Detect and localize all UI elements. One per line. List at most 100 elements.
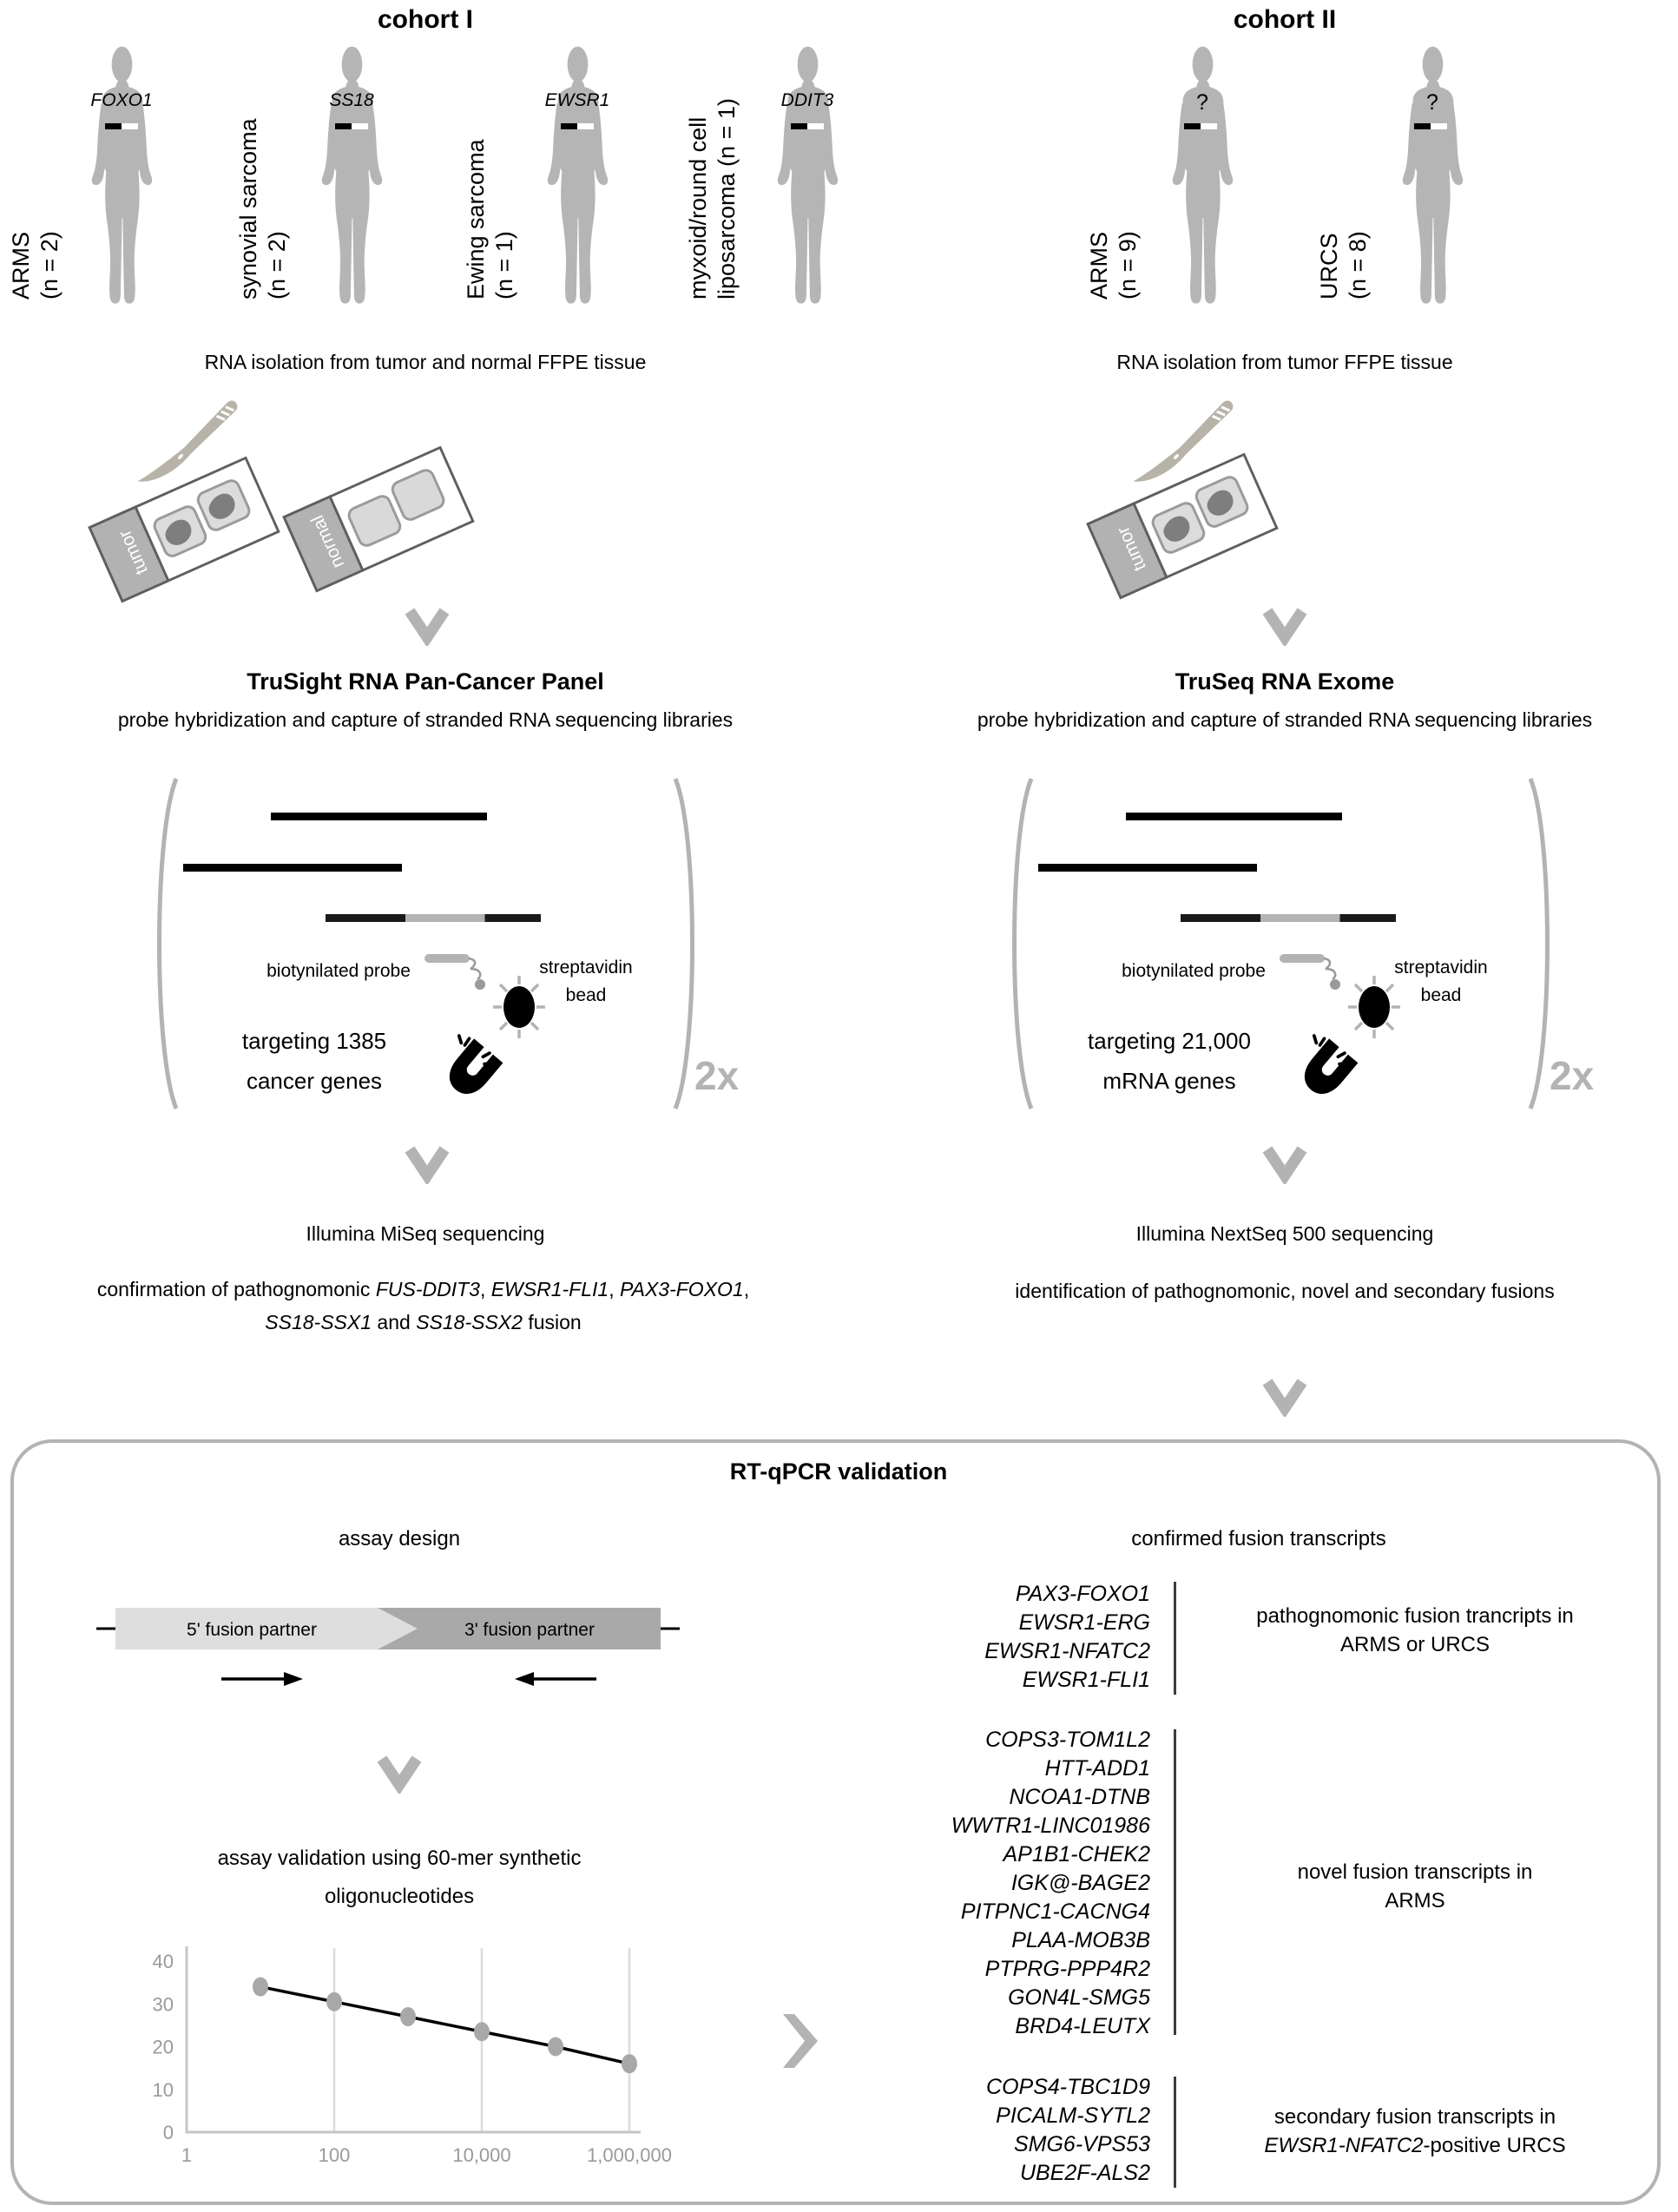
result-part: ,	[743, 1278, 750, 1300]
fusion-gene: IGK@-BAGE2	[1010, 1871, 1150, 1895]
assay-validation-line2: oligonucleotides	[324, 1885, 475, 1908]
biotin-linker-icon	[1323, 957, 1340, 990]
dna-fragment	[1126, 813, 1342, 820]
svg-text:0: 0	[163, 2122, 174, 2143]
fusion-gene: WWTR1-LINC01986	[951, 1814, 1150, 1838]
fusion-gene: EWSR1-FLI1	[490, 1278, 609, 1300]
result-text-line1: identification of pathognomonic, novel a…	[872, 1274, 1678, 1307]
svg-text:10: 10	[153, 2079, 174, 2101]
rna-isolation-text: RNA isolation from tumor and normal FFPE…	[204, 351, 647, 373]
svg-text:40: 40	[153, 1951, 174, 1972]
group-label-line: secondary fusion transcripts in	[1273, 2105, 1556, 2129]
normal-slide-icon: normal	[282, 445, 475, 593]
svg-text:10,000: 10,000	[452, 2144, 510, 2166]
fusion-gene: PLAA-MOB3B	[1011, 1928, 1150, 1952]
patient-label: ARMS (n = 9)	[1085, 48, 1142, 300]
tumor-slide-icon: tumor	[88, 456, 280, 603]
fusion-gene: EWSR1-NFATC2	[984, 1639, 1150, 1663]
disease-n: (n = 2)	[36, 231, 63, 300]
sequencing-text: Illumina MiSeq sequencing	[306, 1222, 545, 1245]
panel-title: TruSeq RNA Exome	[1175, 668, 1395, 695]
panel-subtitle: probe hybridization and capture of stran…	[117, 708, 734, 731]
fusion-gene-bar-icon	[791, 123, 824, 129]
dna-fragment-probe-bound	[1181, 914, 1396, 922]
result-text-line2: SS18-SSX1 and SS18-SSX2 fusion	[0, 1306, 846, 1339]
group-label-line: EWSR1-NFATC2-positive URCS	[1194, 2131, 1636, 2160]
chevron-right-icon	[783, 2014, 818, 2068]
fusion-gene: PITPNC1-CACNG4	[960, 1899, 1150, 1924]
disease-n: liposarcoma (n = 1)	[714, 98, 740, 300]
fusion-gene: UBE2F-ALS2	[1019, 2161, 1150, 2185]
dna-fragment	[183, 864, 402, 872]
fusion-gene-bar-icon	[1414, 123, 1447, 129]
repeat-2x-label: 2x	[694, 1053, 740, 1098]
group2-label: novel fusion transcripts in ARMS	[1194, 1858, 1636, 1915]
disease-name: Ewing sarcoma	[463, 139, 489, 300]
fusion-gene: HTT-ADD1	[1044, 1756, 1150, 1781]
fusion-gene-bar-icon	[561, 123, 594, 129]
gene-label: SS18	[329, 90, 374, 110]
group-divider-line	[1174, 2077, 1176, 2188]
svg-text:20: 20	[153, 2037, 174, 2058]
fusion-gene: FUS-DDIT3	[375, 1278, 480, 1300]
panel-subtitle: probe hybridization and capture of stran…	[977, 708, 1593, 731]
group-divider-line	[1174, 1729, 1176, 2035]
fusion-gene: SS18-SSX1	[265, 1311, 372, 1333]
fusion-gene: COPS4-TBC1D9	[986, 2075, 1150, 2099]
svg-text:1: 1	[181, 2144, 192, 2166]
reverse-primer-arrow	[515, 1672, 596, 1686]
dna-fragment	[271, 813, 487, 820]
fusion-gene: NCOA1-DTNB	[1009, 1785, 1150, 1809]
bead-label-1: streptavidin	[539, 958, 633, 978]
targeting-line-1: targeting 21,000	[1088, 1028, 1251, 1054]
person-silhouette	[547, 46, 609, 304]
rtqpcr-validation-box	[10, 1439, 1661, 2205]
fusion-gene-bar-icon	[335, 123, 368, 129]
chevron-down-icon	[375, 1752, 424, 1794]
person-silhouette	[91, 46, 153, 304]
fusion-gene: PAX3-FOXO1	[619, 1278, 744, 1300]
chevron-down-icon	[1260, 604, 1309, 646]
bead-label-2: bead	[1420, 985, 1462, 1005]
fusion-gene: COPS3-TOM1L2	[985, 1728, 1150, 1752]
patient-label: URCS (n = 8)	[1315, 48, 1372, 300]
patient-label: synovial sarcoma (n = 2)	[234, 48, 292, 300]
probe-label: biotynilated probe	[1122, 961, 1266, 981]
group-label-line: ARMS	[1385, 1889, 1445, 1912]
panel-title: TruSight RNA Pan-Cancer Panel	[247, 668, 604, 695]
fusion-gene: EWSR1-FLI1	[1022, 1668, 1150, 1692]
chevron-down-icon	[403, 604, 451, 646]
fusion-gene: BRD4-LEUTX	[1015, 2014, 1150, 2038]
disease-name: URCS	[1316, 233, 1342, 300]
disease-name: ARMS	[8, 231, 34, 300]
partner3-label: 3' fusion partner	[464, 1620, 595, 1640]
disease-n: (n = 8)	[1345, 231, 1371, 300]
fusion-gene: SMG6-VPS53	[1013, 2132, 1150, 2156]
person-silhouette	[321, 46, 383, 304]
result-part: ,	[609, 1278, 620, 1300]
fusion-gene-bar-icon	[1184, 123, 1217, 129]
result-part: identification of pathognomonic, novel a…	[1015, 1280, 1555, 1302]
fusion-gene: PAX3-FOXO1	[1015, 1582, 1150, 1606]
group-label-line: pathognomonic fusion trancripts in	[1256, 1604, 1574, 1628]
group1-label: pathognomonic fusion trancripts in ARMS …	[1194, 1602, 1636, 1659]
biotin-linker-icon	[468, 957, 485, 990]
targeting-line-1: targeting 1385	[241, 1028, 387, 1054]
group-label-part: -positive URCS	[1423, 2134, 1566, 2157]
bracket-open	[998, 774, 1038, 1114]
repeat-2x-label: 2x	[1550, 1053, 1595, 1098]
group-label-line: ARMS or URCS	[1339, 1633, 1490, 1656]
result-part: ,	[479, 1278, 491, 1300]
fusion-gene: EWSR1-ERG	[1018, 1610, 1150, 1635]
disease-name: synovial sarcoma	[235, 118, 261, 300]
result-part: fusion	[522, 1311, 582, 1333]
cohort2-title: cohort II	[1233, 5, 1337, 34]
cohort1-title: cohort I	[378, 5, 473, 34]
disease-n: (n = 2)	[264, 231, 290, 300]
group-label-line: novel fusion transcripts in	[1297, 1860, 1533, 1884]
probe-label: biotynilated probe	[267, 961, 411, 981]
gene-label: FOXO1	[90, 90, 153, 110]
person-silhouette	[1402, 46, 1464, 304]
result-text-line1: confirmation of pathognomonic FUS-DDIT3,…	[0, 1273, 846, 1306]
